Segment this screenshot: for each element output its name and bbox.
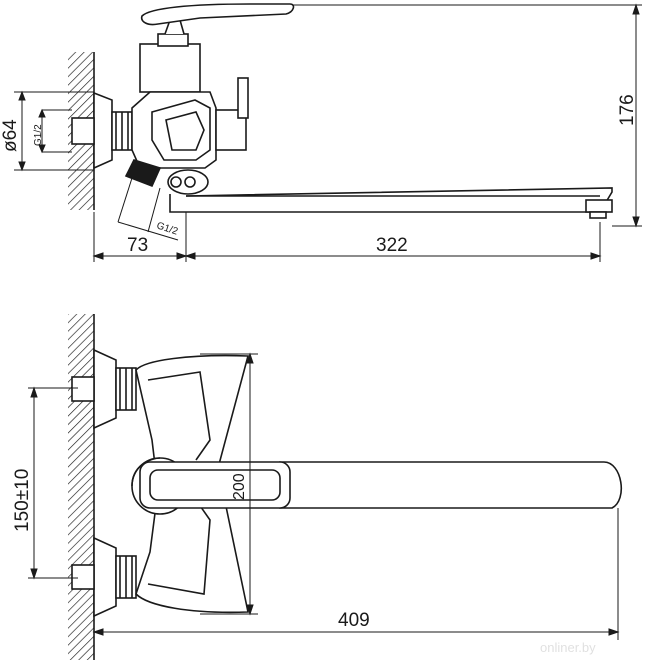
dimension-height-label: 176 [617,94,638,126]
dimension-outlet-thread-label: G1/2 [155,220,179,237]
dimension-spout-reach-label: 322 [376,235,408,256]
dimension-centers-label: 150±10 [12,469,33,532]
watermark: onliner.by [540,640,596,655]
side-view [14,3,642,262]
dimension-inlet-thread-label: G1/2 [33,124,44,146]
wall-hatch-bottom [68,314,94,660]
dimension-offset-label: 73 [127,235,148,256]
dimension-diameter-label: ø64 [0,119,21,152]
dimension-total-length-label: 409 [338,610,370,631]
dimension-body-height-label: 200 [231,473,248,500]
front-view [28,314,622,660]
